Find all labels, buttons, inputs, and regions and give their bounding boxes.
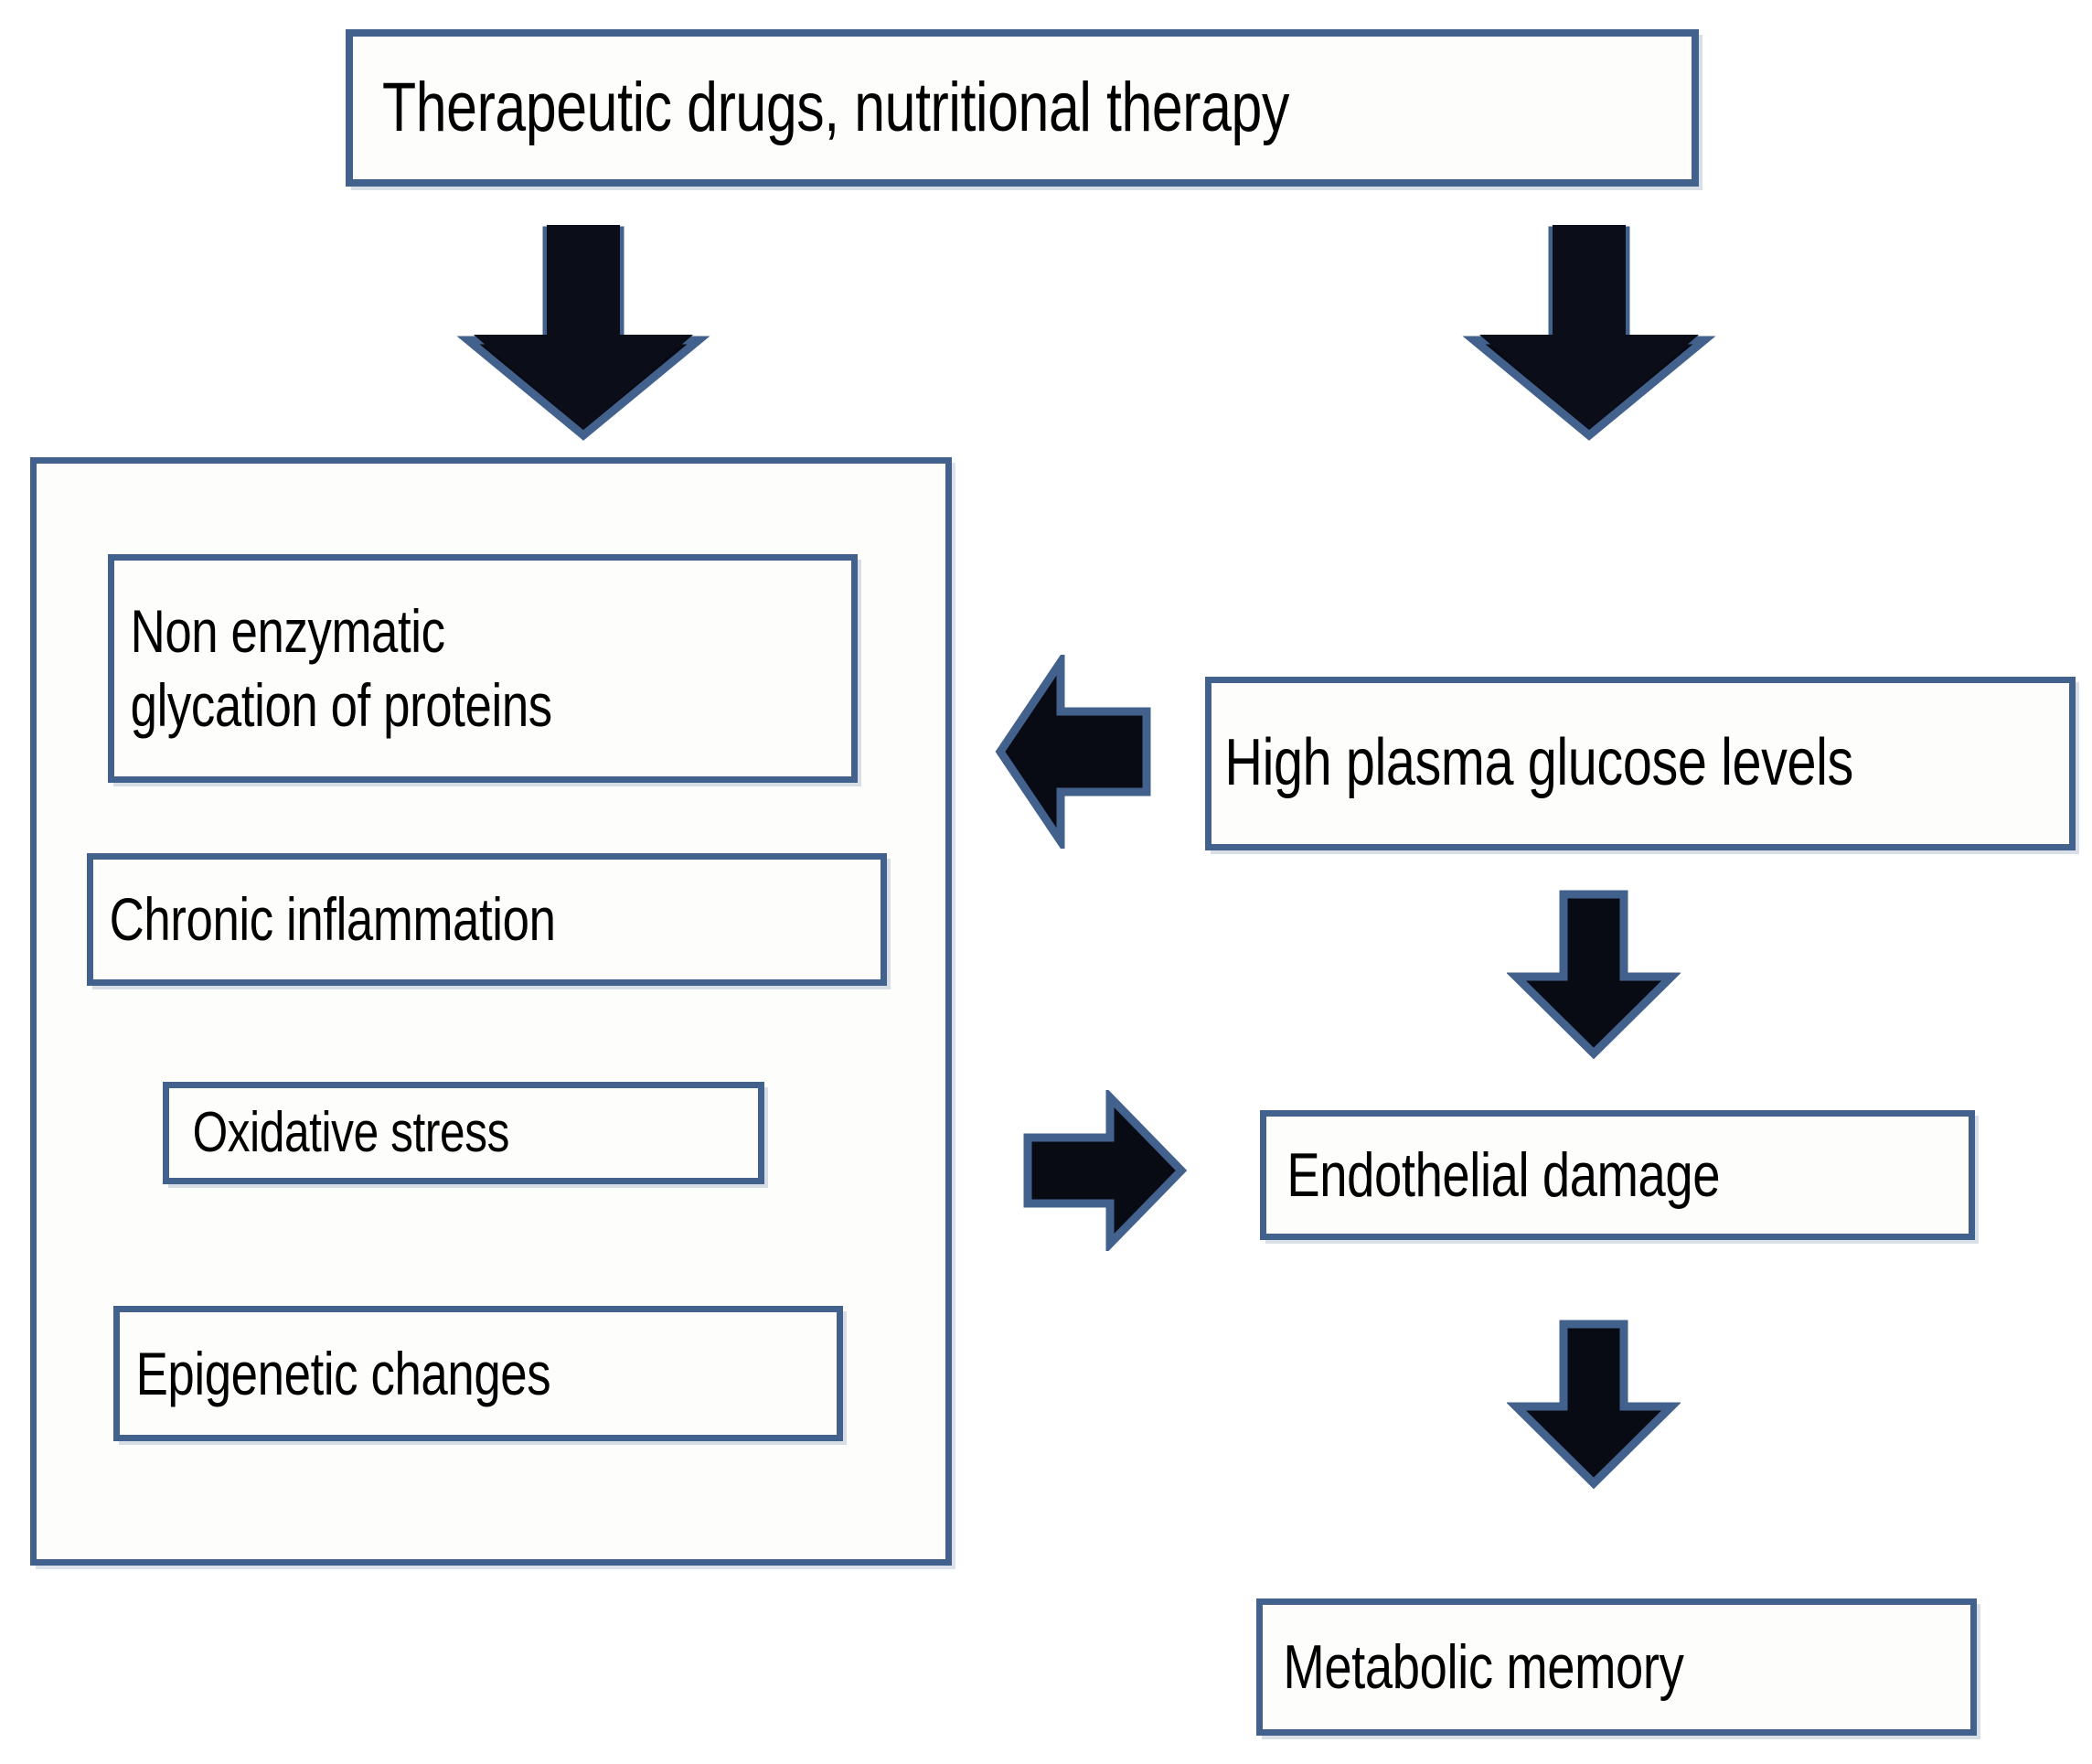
node-label: High plasma glucose levels [1224,726,1853,800]
node-label: Metabolic memory [1283,1631,1684,1702]
node-label: Chronic inflammation [109,885,556,954]
arrow-mechanisms-to-endothelial-right-icon [1022,1090,1187,1251]
node-therapeutic-drugs: Therapeutic drugs, nutritional therapy [346,29,1699,187]
node-high-plasma-glucose: High plasma glucose levels [1205,677,2076,850]
node-label: Oxidative stress [192,1101,510,1165]
node-metabolic-memory: Metabolic memory [1256,1598,1977,1736]
node-oxidative-stress: Oxidative stress [163,1082,764,1184]
node-chronic-inflammation: Chronic inflammation [87,853,887,986]
node-endothelial-damage: Endothelial damage [1260,1110,1975,1240]
arrow-glucose-to-endothelial-down-icon [1507,889,1681,1061]
arrow-endothelial-to-memory-down-icon [1507,1319,1681,1491]
node-label: Endothelial damage [1286,1139,1721,1210]
arrow-title-to-mechanisms-down-icon [455,225,711,441]
node-label: Epigenetic changes [135,1339,551,1407]
arrow-title-to-glucose-down-icon [1461,225,1717,441]
node-label: Non enzymatic glycation of proteins [130,597,553,739]
node-label: Therapeutic drugs, nutritional therapy [382,68,1289,146]
node-non-enzymatic-glycation: Non enzymatic glycation of proteins [108,554,858,783]
arrow-glucose-to-mechanisms-left-icon [993,655,1154,849]
node-epigenetic-changes: Epigenetic changes [113,1306,843,1441]
